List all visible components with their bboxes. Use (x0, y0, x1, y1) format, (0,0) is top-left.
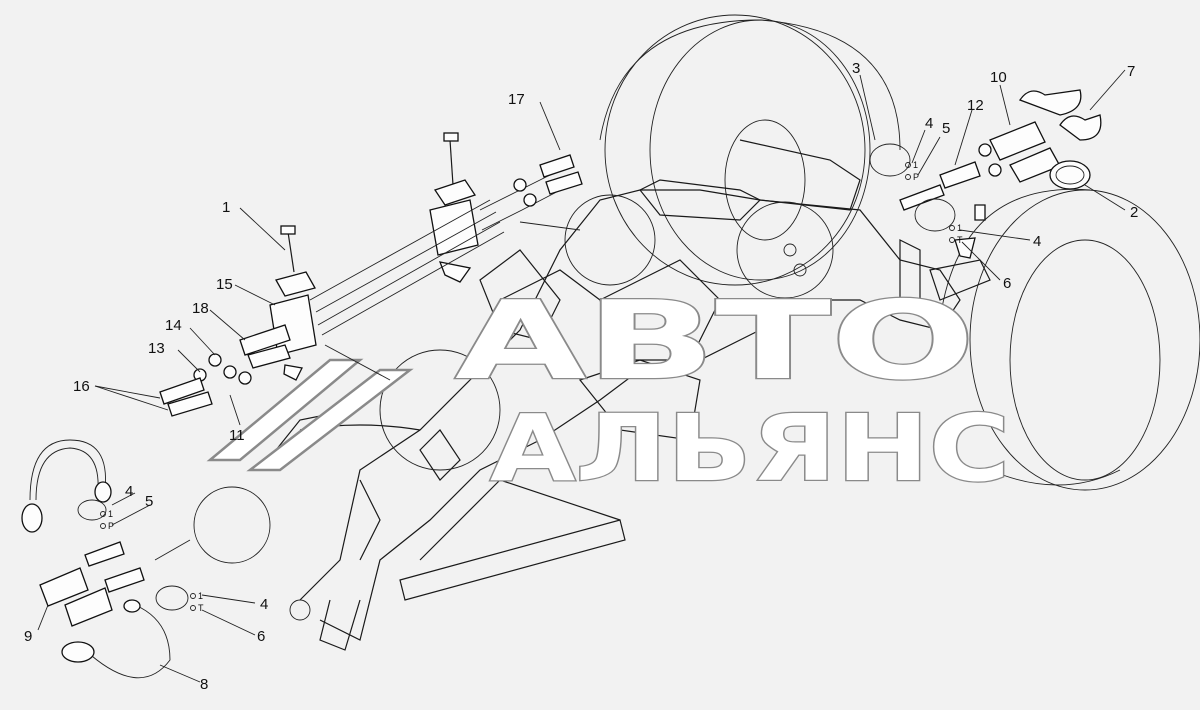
callout-13: 13 (148, 340, 165, 357)
callout-16: 16 (73, 378, 90, 395)
callout-6-right: 6 (1003, 275, 1011, 292)
callout-4-right: 4 (1033, 233, 1041, 250)
callout-4-bottom: 4 (260, 596, 268, 613)
tractor-frame (259, 139, 991, 651)
callout-5-left: 5 (145, 493, 153, 510)
callout-3: 3 (852, 60, 860, 77)
callout-5-top: 5 (942, 120, 950, 137)
seal-mark-1c: 1 (913, 160, 918, 170)
couplers-left (39, 541, 145, 627)
quick-couplers-right (899, 121, 1061, 211)
callout-18: 18 (192, 300, 209, 317)
callout-labels: 1 2 3 4 4 4 4 5 5 6 6 7 8 9 10 11 12 13 … (24, 60, 1138, 693)
seal-mark-1b: 1 (198, 591, 203, 601)
callout-10: 10 (990, 69, 1007, 86)
callout-7: 7 (1127, 63, 1135, 80)
seal-mark-t-b: T (957, 235, 963, 245)
rear-wheel-upper (599, 14, 901, 286)
callout-17: 17 (508, 91, 525, 108)
seal-mark-p-a: P (108, 521, 114, 531)
seal-marks: 1 P 1 T 1 P 1 T (100, 160, 963, 613)
clamp-assembly-upper (429, 132, 479, 283)
callout-11: 11 (229, 427, 245, 444)
callout-4-left: 4 (125, 483, 133, 500)
callout-12: 12 (967, 97, 984, 114)
seal-mark-1a: 1 (108, 509, 113, 519)
hose-clips-right (869, 143, 986, 259)
callout-9: 9 (24, 628, 32, 645)
watermark-line2: АЛЬЯНС (490, 395, 1010, 502)
seal-mark-t-a: T (198, 603, 204, 613)
callout-14: 14 (165, 317, 182, 334)
dust-cap-upper-left (21, 439, 112, 533)
callout-15: 15 (216, 276, 233, 293)
callout-6-bottom: 6 (257, 628, 265, 645)
seal-mark-p-b: P (913, 172, 919, 182)
leader-lines (37, 69, 1126, 683)
detail-circles (193, 194, 834, 564)
pipe-fittings-top (513, 154, 583, 207)
watermark-line1: АВТО (455, 279, 975, 404)
pipe-fittings-left (159, 324, 291, 417)
callout-4-top: 4 (925, 115, 933, 132)
callout-2: 2 (1130, 204, 1138, 221)
watermark: АВТО АЛЬЯНС (206, 278, 1011, 503)
rear-wheel-lower (939, 188, 1200, 491)
dust-caps-right (1019, 89, 1102, 190)
callout-8: 8 (200, 676, 208, 693)
callout-1: 1 (222, 199, 230, 216)
dust-cap-lower-left (61, 585, 189, 679)
seal-mark-1d: 1 (957, 223, 962, 233)
